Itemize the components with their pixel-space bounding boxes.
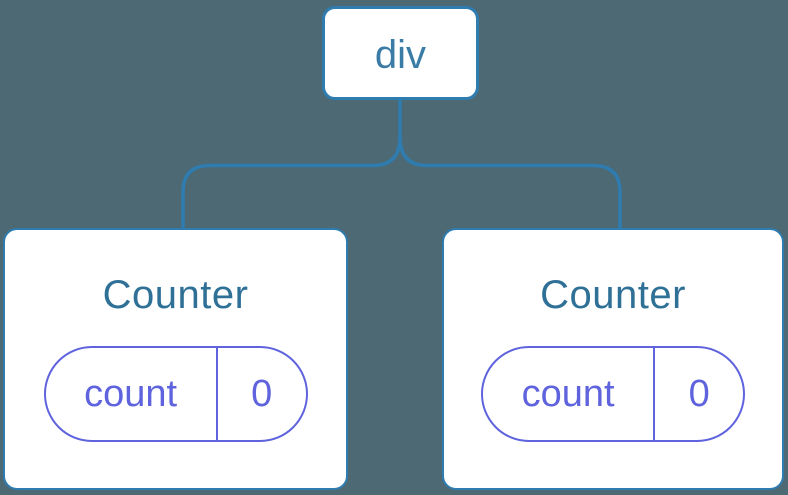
counter-card-left: Counter count 0 <box>3 228 348 490</box>
state-value: 0 <box>251 372 273 415</box>
component-title: Counter <box>540 273 686 317</box>
root-node-label: div <box>374 33 427 77</box>
connector-branch-left <box>181 136 402 229</box>
state-key: count <box>483 348 656 440</box>
state-key: count <box>46 348 218 440</box>
counter-card-right: Counter count 0 <box>442 228 784 490</box>
connector-branch-right <box>398 136 622 229</box>
component-title: Counter <box>102 273 249 317</box>
state-pill: count 0 <box>43 346 308 442</box>
root-node-div: div <box>322 6 479 100</box>
state-value: 0 <box>688 372 710 415</box>
state-pill: count 0 <box>481 346 745 442</box>
